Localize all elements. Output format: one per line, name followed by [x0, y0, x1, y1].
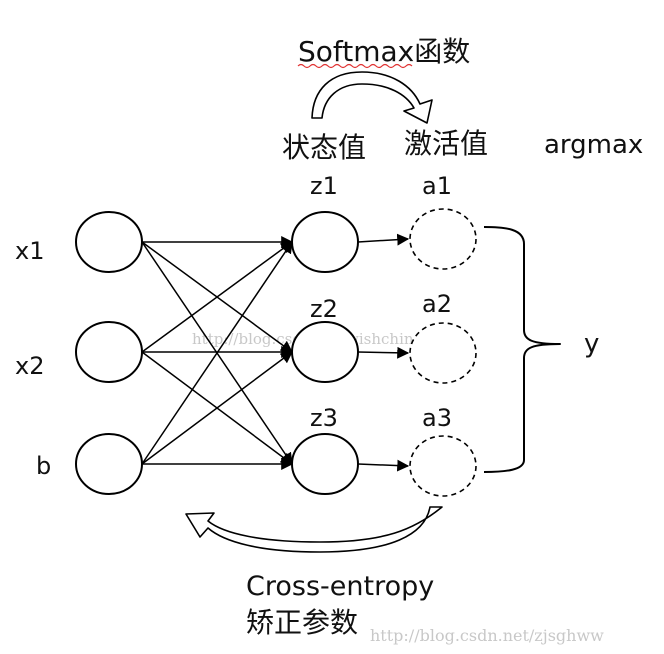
softmax-curved-arrow: [311, 71, 433, 124]
cross-entropy-label: Cross-entropy: [246, 571, 434, 602]
output-brace: [483, 226, 561, 473]
input-node-x1: [75, 211, 143, 273]
correct-params-label: 矫正参数: [246, 606, 358, 639]
edge-z3-a3: [357, 459, 410, 472]
input-to-state-edges: [141, 236, 294, 470]
cross-entropy-curved-arrow: [185, 506, 443, 553]
input-label-x2: x2: [15, 352, 44, 380]
edge-z1-a1: [357, 233, 410, 246]
edge-b-z2: [141, 351, 293, 465]
watermark-bottom: http://blog.csdn.net/zjsghww: [370, 626, 604, 645]
edge-z2-a2: [357, 346, 410, 359]
edge-x2-z1: [141, 241, 293, 353]
a3-label: a3: [422, 404, 452, 432]
input-node-b: [75, 433, 143, 495]
a1-label: a1: [422, 172, 452, 200]
input-label-x1: x1: [15, 237, 44, 265]
output-label-y: y: [584, 329, 599, 359]
argmax-label: argmax: [544, 130, 643, 160]
a2-label: a2: [422, 290, 452, 318]
edge-b-z1: [141, 241, 293, 465]
activation-node-a3: [409, 435, 477, 497]
z1-label: z1: [310, 172, 338, 200]
state-node-z1: [291, 211, 359, 273]
z3-label: z3: [310, 404, 338, 432]
spellcheck-squiggle: [297, 63, 413, 69]
input-label-b: b: [36, 452, 51, 480]
activation-node-a2: [409, 322, 477, 384]
state-node-z3: [291, 433, 359, 495]
input-node-x2: [75, 321, 143, 383]
softmax-label: Softmax函数: [298, 35, 470, 68]
z2-label: z2: [310, 295, 338, 323]
state-node-z2: [291, 321, 359, 383]
state-to-activation-edges: [357, 233, 410, 472]
activation-value-label: 激活值: [404, 127, 488, 160]
activation-node-a1: [409, 208, 477, 270]
state-value-label: 状态值: [282, 131, 366, 164]
